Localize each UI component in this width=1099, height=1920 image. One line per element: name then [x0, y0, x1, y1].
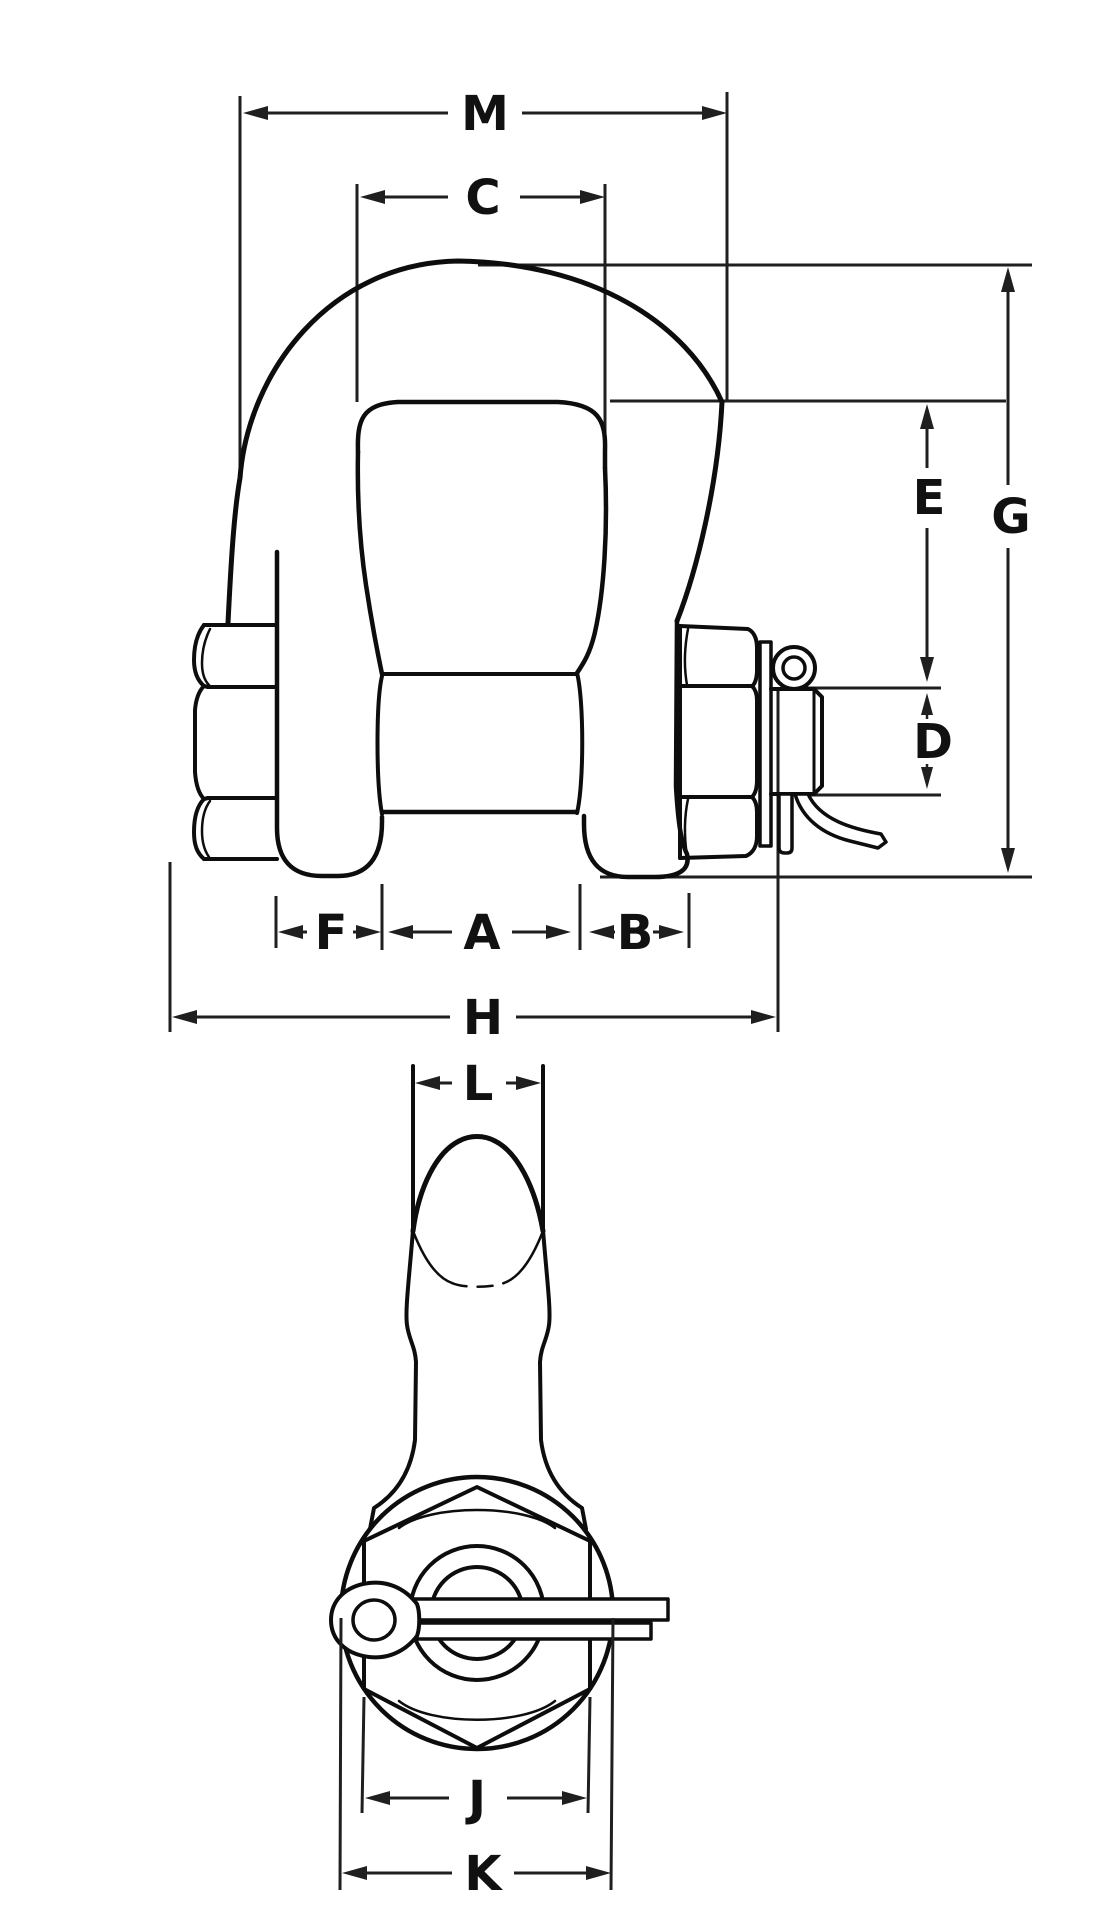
- arrowhead: [562, 1791, 587, 1805]
- arrowhead: [278, 925, 303, 939]
- ext-k: [338, 1617, 615, 1891]
- nut-top: [678, 624, 759, 650]
- arrowhead: [659, 925, 684, 939]
- bolt-head-left-lower: [192, 797, 206, 861]
- arrowhead: [921, 767, 933, 789]
- dim-label-b: B: [617, 905, 654, 961]
- dim-label-c: C: [465, 170, 500, 226]
- pin-shoulder-left-arc: [375, 674, 384, 816]
- pin-tip-dome: [410, 1134, 546, 1234]
- arrowhead: [243, 106, 268, 120]
- extension-lines: [168, 92, 1032, 1032]
- pin-shank: [368, 1064, 588, 1531]
- bottom-dimensions: [338, 1076, 615, 1891]
- cotter-ring-inner: [781, 655, 807, 681]
- dim-label-k: K: [464, 1846, 503, 1902]
- dim-label-d: D: [913, 714, 953, 770]
- arrowhead: [388, 925, 413, 939]
- shank-right-edge: [538, 1064, 588, 1531]
- dim-label-l: L: [463, 1056, 494, 1112]
- arrowhead: [580, 190, 605, 204]
- arrowhead: [546, 925, 571, 939]
- arrowhead: [1001, 267, 1015, 292]
- arrowhead: [516, 1076, 541, 1090]
- bolt-head-chamfer-1: [200, 627, 212, 687]
- ext-j: [360, 1696, 592, 1814]
- cotter-pin-end-view: [329, 1580, 670, 1660]
- nut-right: [750, 646, 759, 838]
- dim-label-e: E: [913, 470, 946, 526]
- left-leg: [274, 549, 385, 879]
- dim-label-a: A: [463, 905, 500, 961]
- dim-label-g: G: [991, 489, 1030, 545]
- tip-base-arc-right: [502, 1229, 545, 1285]
- bolt-head-left-upper: [192, 623, 210, 689]
- right-leg: [581, 618, 690, 880]
- front-view: M C G E D F A B H: [168, 86, 1032, 1046]
- arrowhead: [920, 657, 934, 682]
- bolt-head: [192, 623, 279, 861]
- arrowhead: [589, 925, 614, 939]
- nut-chamfer-2: [683, 797, 690, 858]
- bottom-dimension-labels: L J K: [463, 1056, 504, 1902]
- dim-label-j: J: [465, 1771, 486, 1827]
- cotter-prong-top: [411, 1597, 670, 1622]
- tip-base-arc-left: [411, 1229, 454, 1285]
- arrowhead: [415, 1076, 440, 1090]
- washer: [758, 640, 773, 848]
- cotter-leg-straight: [777, 792, 794, 855]
- arrowhead: [702, 106, 727, 120]
- bow-inner-left: [355, 449, 385, 677]
- cotter-loop-hole: [351, 1598, 397, 1642]
- pin-shoulder-right-arc: [575, 671, 585, 815]
- dim-label-h: H: [463, 990, 503, 1046]
- shackle-body: [225, 258, 725, 880]
- bow-outer: [225, 258, 725, 626]
- hex-chamfer-top: [397, 1508, 557, 1530]
- nut-and-pin-end: [678, 624, 888, 860]
- arrowhead: [365, 1791, 390, 1805]
- front-dimensions: [172, 106, 1015, 1024]
- bottom-view: L J K: [329, 1056, 670, 1902]
- arrowhead: [172, 1010, 197, 1024]
- cotter-leg-bent: [793, 792, 888, 850]
- arrowhead: [921, 693, 933, 715]
- nut-hexagon: [362, 1485, 592, 1750]
- tip-base-arc-hidden: [450, 1281, 506, 1288]
- arrowhead: [360, 190, 385, 204]
- shank-left-edge: [368, 1064, 418, 1531]
- hex-chamfer-bottom: [397, 1699, 557, 1721]
- dim-label-f: F: [315, 905, 348, 961]
- front-dimension-labels: M C G E D F A B H: [315, 86, 1031, 1046]
- dim-label-m: M: [461, 86, 509, 142]
- bow-inner-right: [574, 465, 609, 676]
- arrowhead: [356, 925, 381, 939]
- arrowhead: [920, 404, 934, 429]
- arrowhead: [751, 1010, 776, 1024]
- bolt-head-chamfer-2: [200, 799, 212, 859]
- arrowhead: [342, 1866, 367, 1880]
- arrowhead: [1001, 848, 1015, 873]
- bolt-head-left-mid: [193, 684, 210, 801]
- nut-bottom: [678, 834, 759, 860]
- bow-inner-crown: [355, 399, 608, 471]
- arrowhead: [586, 1866, 611, 1880]
- cotter-prong-bottom: [411, 1621, 653, 1641]
- nut-chamfer-1: [683, 627, 690, 687]
